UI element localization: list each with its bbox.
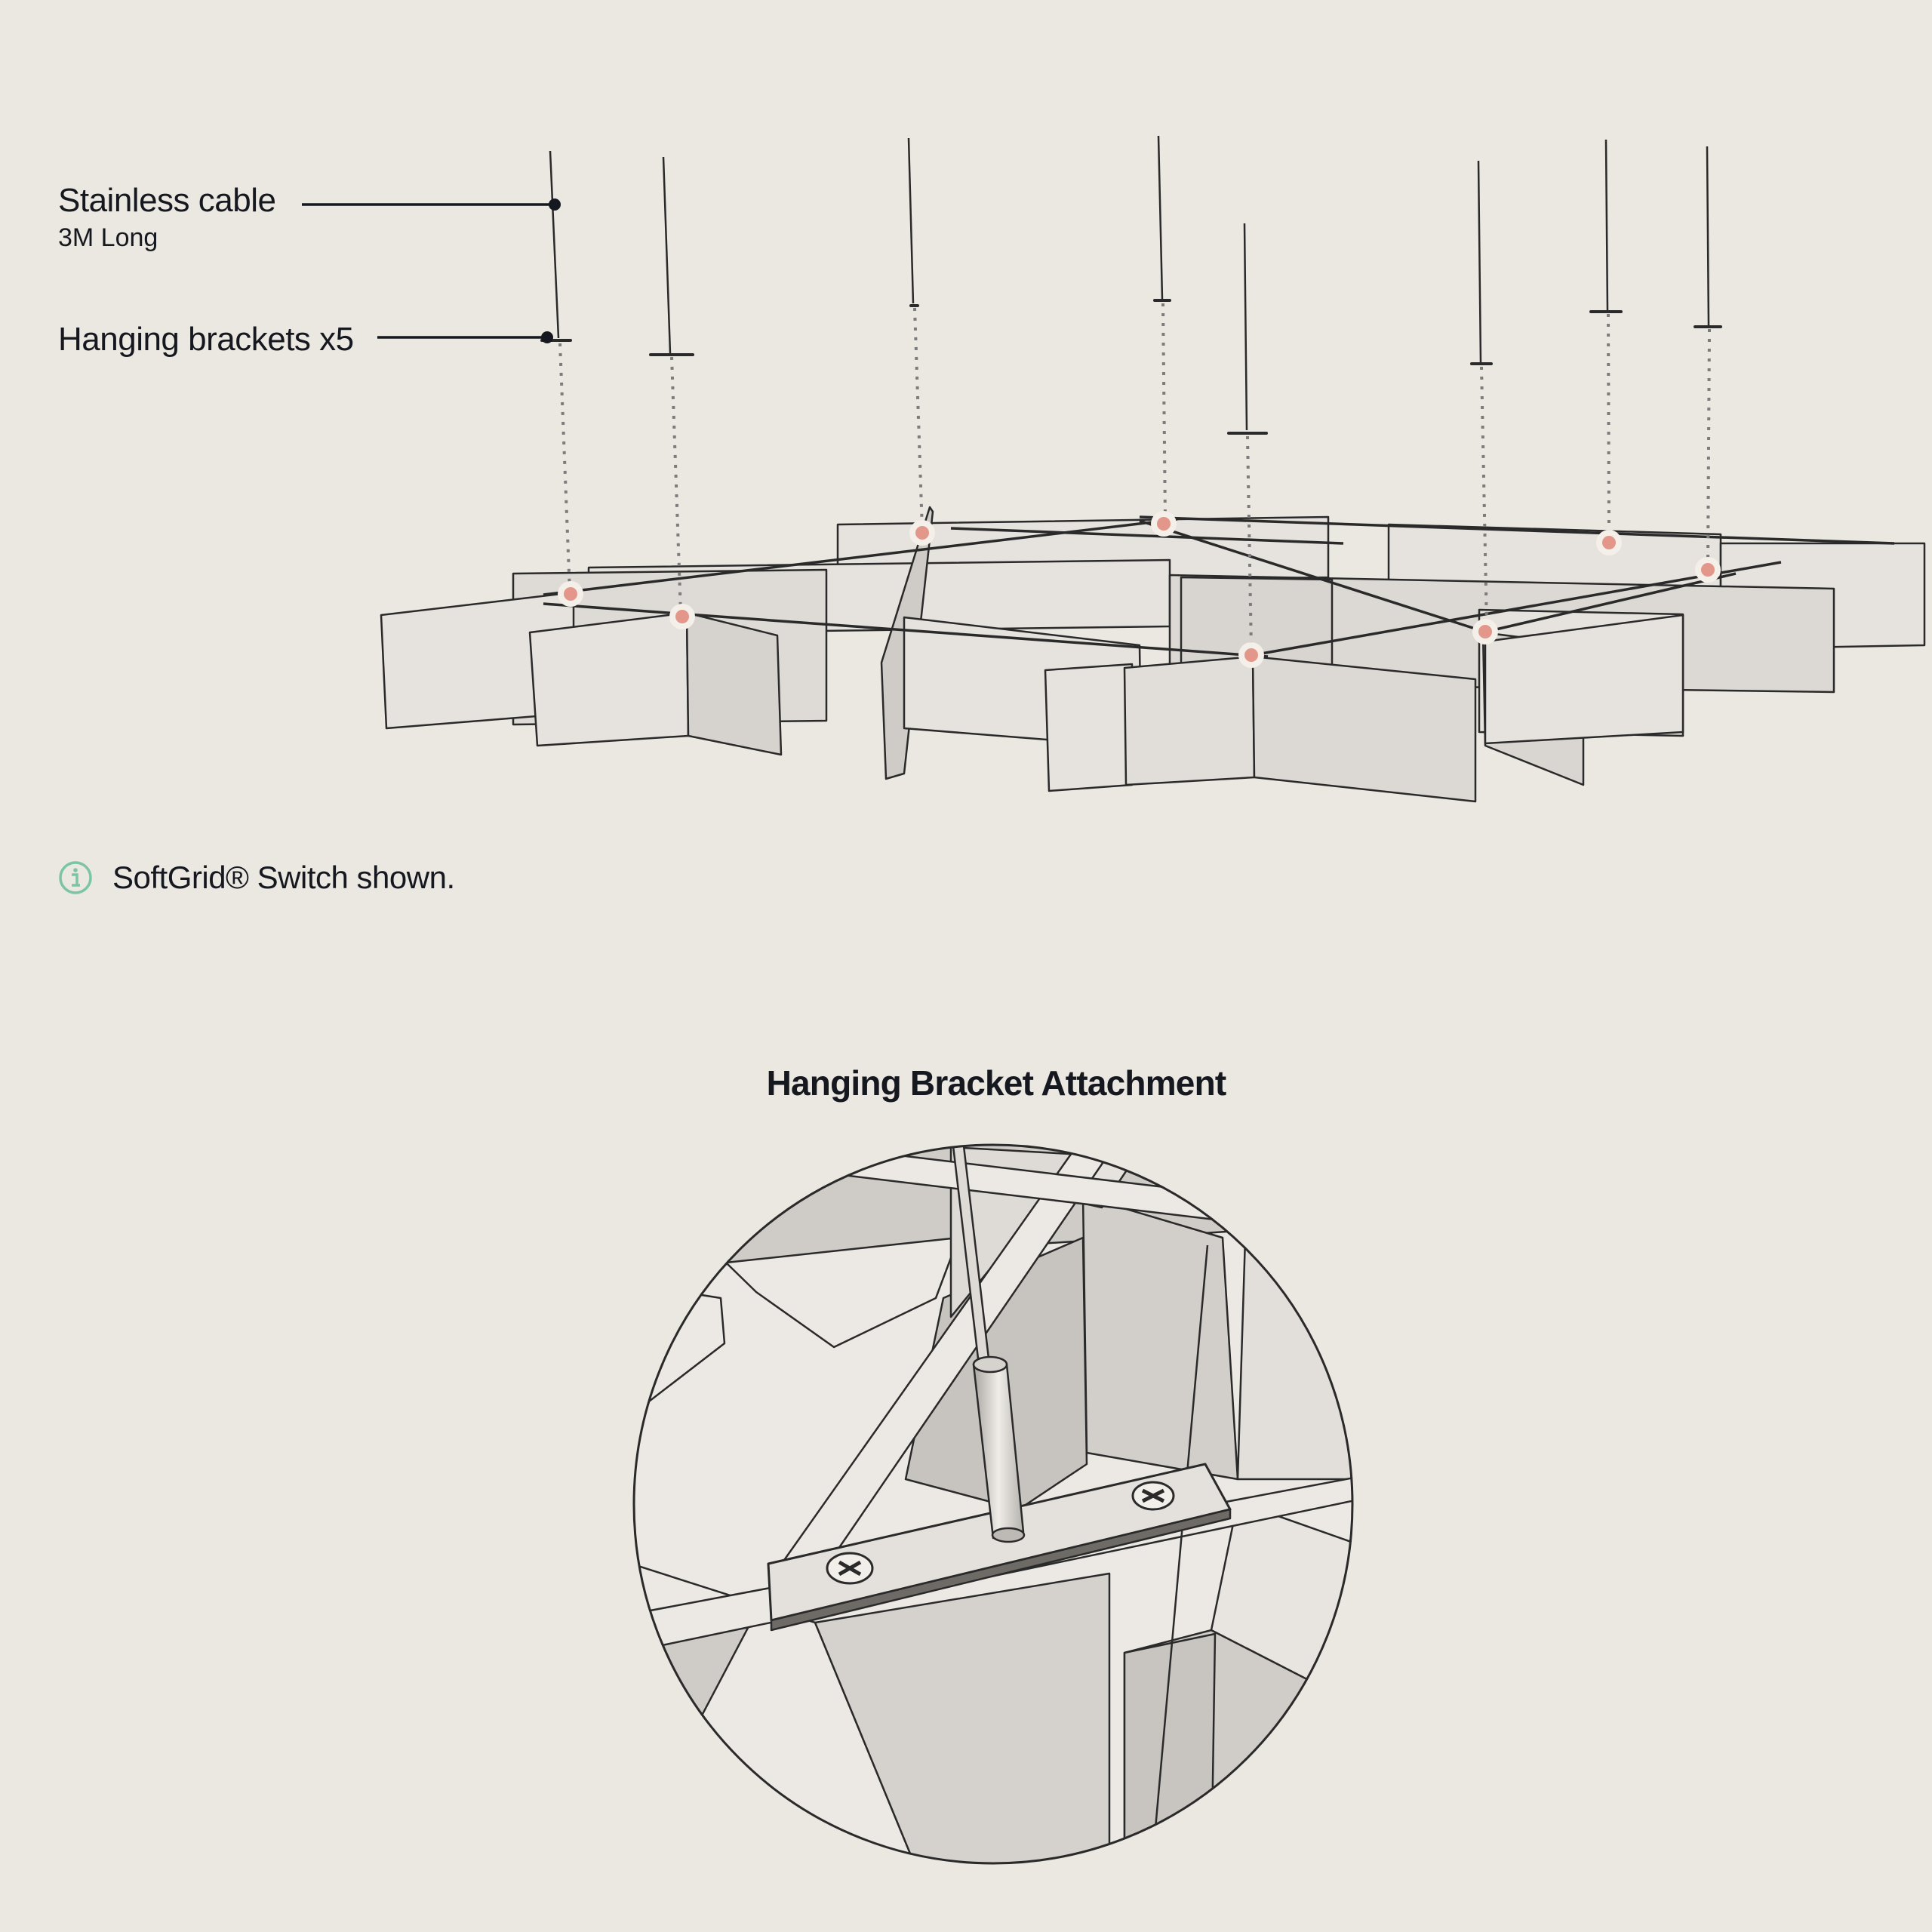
- info-note: SoftGrid® Switch shown.: [58, 860, 455, 895]
- attachment-point: [909, 520, 935, 546]
- bracket-label: Hanging brackets x5: [58, 321, 354, 358]
- attachment-point: [1472, 619, 1498, 645]
- info-icon: [58, 860, 93, 895]
- bracket-leader-dot: [541, 331, 553, 343]
- grid-panel: [1251, 655, 1477, 803]
- cable: [662, 156, 672, 354]
- cable: [1477, 160, 1482, 363]
- attachment-point: [1596, 530, 1622, 555]
- attachment-point: [558, 581, 583, 607]
- grid-panel: [685, 611, 783, 756]
- cable: [1604, 139, 1609, 312]
- screw: [1131, 1481, 1175, 1511]
- screw: [826, 1552, 874, 1585]
- detail-title: Hanging Bracket Attachment: [766, 1063, 1227, 1103]
- cable: [1706, 146, 1710, 327]
- cable: [549, 150, 560, 339]
- attachment-point: [1695, 557, 1721, 583]
- info-note-text: SoftGrid® Switch shown.: [112, 860, 455, 895]
- attachment-point: [669, 604, 695, 629]
- cable: [907, 137, 915, 304]
- cable-label: Stainless cable: [58, 182, 276, 219]
- cable: [1243, 223, 1248, 431]
- attachment-point: [1238, 642, 1264, 668]
- cable: [1157, 135, 1164, 300]
- cable-sublabel: 3M Long: [58, 223, 158, 252]
- detail-circle-outline: [632, 1143, 1354, 1865]
- grid-panel: [1484, 614, 1684, 745]
- cable-leader-dot: [549, 198, 561, 211]
- attachment-point: [1151, 511, 1177, 537]
